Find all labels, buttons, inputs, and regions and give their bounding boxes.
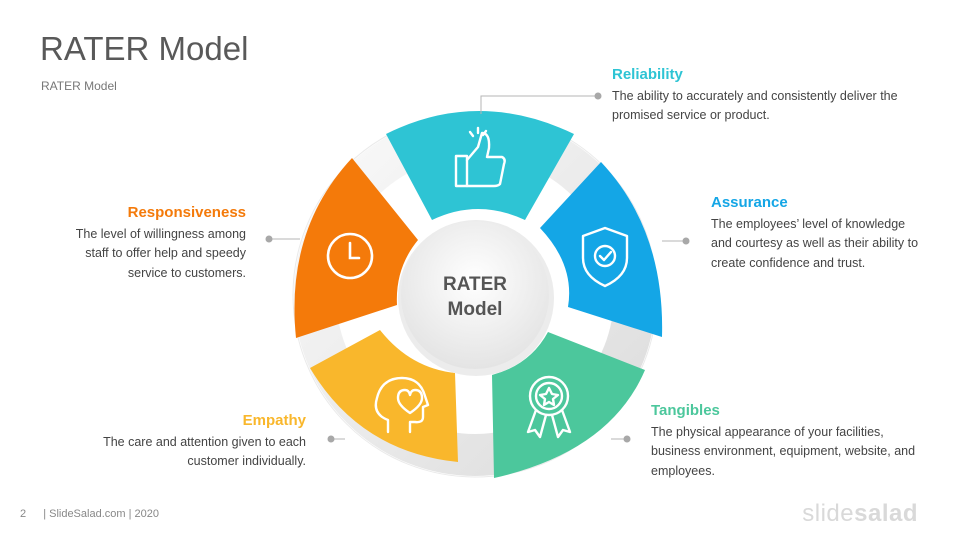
assurance-block: Assurance The employees’ level of knowle…: [711, 193, 926, 273]
footer-credit: | SlideSalad.com | 2020: [43, 508, 159, 520]
empathy-block: Empathy The care and attention given to …: [66, 411, 306, 472]
empathy-title: Empathy: [242, 412, 306, 429]
responsiveness-title: Responsiveness: [127, 204, 246, 221]
center-label-line2: Model: [448, 299, 503, 320]
segment-empathy[interactable]: [310, 330, 458, 462]
brand-logo: slidesalad: [802, 500, 918, 528]
center-label-line1: RATER: [443, 274, 507, 295]
tangibles-block: Tangibles The physical appearance of you…: [651, 401, 921, 481]
reliability-title: Reliability: [612, 66, 683, 83]
tangibles-text: The physical appearance of your faciliti…: [651, 424, 916, 478]
responsiveness-text: The level of willingness among staff to …: [75, 226, 246, 280]
assurance-title: Assurance: [711, 194, 788, 211]
thumbs-up-icon: [454, 126, 506, 188]
page-title: RATER Model: [40, 30, 249, 67]
tangibles-title: Tangibles: [651, 402, 720, 419]
segment-responsiveness[interactable]: [294, 158, 418, 338]
award-ribbon-icon: [526, 375, 572, 439]
segment-tangibles[interactable]: [492, 332, 645, 478]
assurance-text: The employees’ level of knowledge and co…: [711, 216, 919, 270]
center-circle: [401, 221, 549, 369]
page-subtitle: RATER Model: [41, 79, 117, 93]
segment-reliability[interactable]: [386, 111, 574, 220]
footer: 2 | SlideSalad.com | 2020: [20, 508, 159, 520]
empathy-text: The care and attention given to each cus…: [103, 434, 306, 469]
brand-part2: salad: [854, 500, 918, 527]
head-heart-icon: [374, 376, 430, 434]
page-number: 2: [20, 508, 27, 520]
reliability-block: Reliability The ability to accurately an…: [612, 65, 912, 126]
clock-icon: [326, 232, 374, 280]
leader-lines: [265, 92, 690, 443]
brand-part1: slide: [802, 500, 855, 527]
reliability-text: The ability to accurately and consistent…: [612, 88, 898, 123]
segment-assurance[interactable]: [540, 162, 663, 337]
shield-check-icon: [581, 226, 629, 288]
responsiveness-block: Responsiveness The level of willingness …: [56, 203, 246, 283]
